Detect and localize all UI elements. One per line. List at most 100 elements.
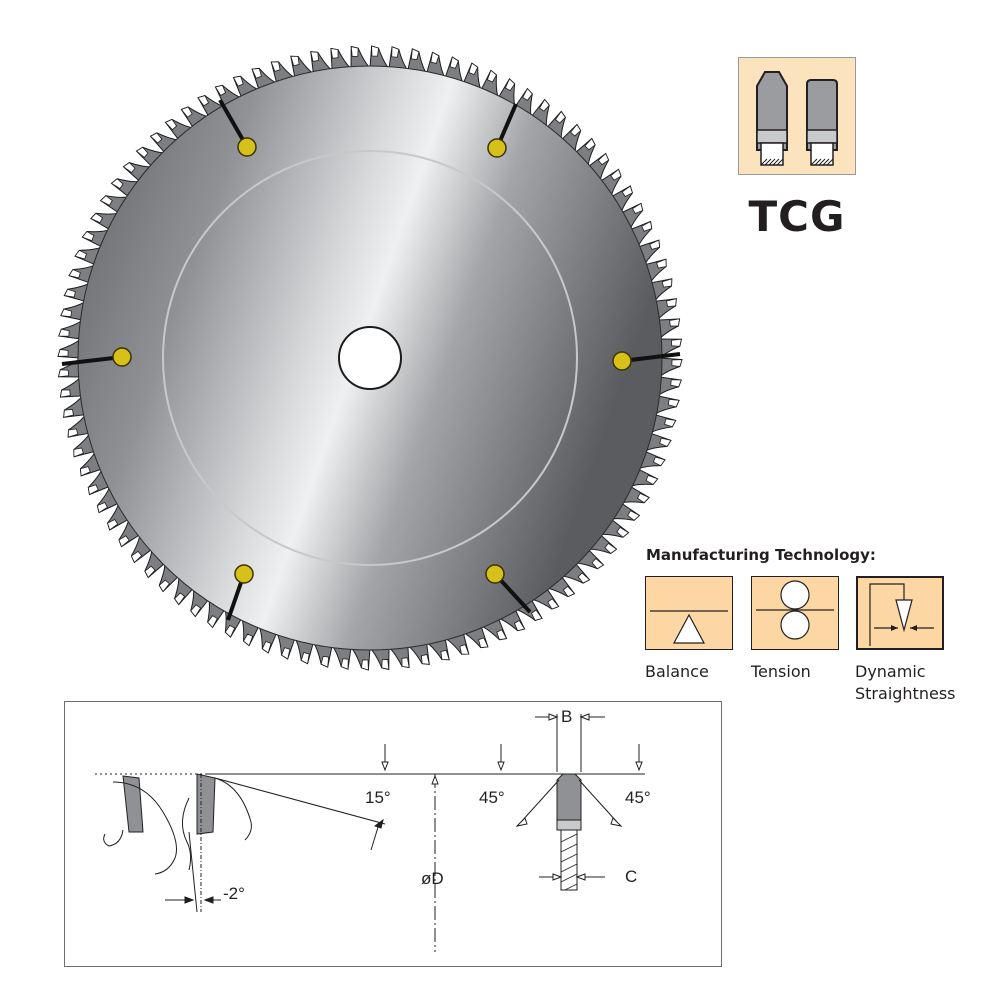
balance-icon bbox=[650, 610, 728, 644]
carbide-tip bbox=[81, 231, 95, 242]
plate-thickness-label: C bbox=[625, 867, 638, 886]
carbide-tip bbox=[232, 75, 244, 87]
carbide-tip bbox=[478, 637, 489, 648]
carbide-tip bbox=[459, 644, 470, 655]
carbide-tip bbox=[270, 61, 281, 72]
carbide-tip bbox=[320, 655, 330, 668]
angle-45-right-label: 45° bbox=[625, 788, 651, 807]
carbide-tip bbox=[664, 418, 677, 428]
carbide-tip bbox=[430, 51, 440, 64]
dynamic-straightness-label: Dynamic Straightness bbox=[855, 662, 956, 703]
carbide-tip bbox=[67, 428, 79, 438]
tension-box bbox=[751, 576, 839, 650]
carbide-tip bbox=[224, 624, 236, 638]
carbide-tip bbox=[591, 558, 605, 570]
carbide-tip bbox=[300, 652, 310, 665]
slot-end-hole bbox=[234, 564, 254, 584]
carbide-tip bbox=[496, 629, 508, 641]
carbide-tip bbox=[449, 56, 459, 69]
carbide-tip bbox=[63, 409, 74, 418]
carbide-tip bbox=[381, 659, 390, 670]
blade-ring bbox=[162, 150, 578, 566]
carbide-tip bbox=[144, 565, 156, 579]
carbide-tip bbox=[99, 195, 113, 206]
carbide-tip bbox=[649, 239, 660, 250]
carbide-tip bbox=[68, 269, 81, 279]
carbide-tip bbox=[577, 572, 591, 584]
tension-label: Tension bbox=[751, 662, 811, 681]
carbide-tip bbox=[251, 68, 262, 79]
carbide-tip bbox=[670, 379, 682, 388]
carbide-tip bbox=[627, 510, 641, 521]
tooth-type-label: TCG bbox=[748, 192, 846, 241]
expansion-slots bbox=[61, 99, 681, 621]
carbide-tip bbox=[530, 609, 543, 621]
angle-neg2-label: -2° bbox=[223, 884, 245, 903]
carbide-tip bbox=[421, 654, 430, 665]
carbide-tip bbox=[621, 185, 633, 198]
carbide-tip bbox=[641, 220, 653, 232]
carbide-tip bbox=[361, 659, 369, 671]
carbide-tip bbox=[174, 592, 186, 606]
carbide-tip bbox=[584, 137, 596, 151]
carbide-tip bbox=[410, 48, 420, 61]
slot-end-hole bbox=[487, 138, 507, 158]
carbide-tip bbox=[671, 359, 683, 367]
carbide-tip bbox=[330, 47, 339, 59]
carbide-tip bbox=[504, 78, 516, 92]
carbide-tip bbox=[666, 298, 677, 307]
carbide-tip bbox=[74, 249, 88, 260]
carbide-tip bbox=[486, 69, 497, 83]
carbide-tip bbox=[73, 447, 84, 458]
carbide-tip bbox=[207, 615, 218, 629]
carbide-tip bbox=[610, 168, 622, 181]
tooth-geometry-drawing bbox=[95, 713, 645, 952]
carbide-tip bbox=[130, 550, 143, 564]
carbide-tip bbox=[656, 258, 667, 269]
carbide-tip bbox=[180, 106, 193, 118]
arbor-hole bbox=[338, 326, 402, 390]
carbide-tip bbox=[350, 46, 359, 57]
kerf-width-label: B bbox=[561, 707, 573, 726]
carbide-tip bbox=[243, 633, 254, 647]
carbide-tip bbox=[197, 95, 210, 107]
carbide-tip bbox=[135, 146, 149, 158]
tooth-geometry-diagram: 15° 45° 45° -2° øD B C bbox=[64, 701, 722, 967]
carbide-tip bbox=[554, 110, 566, 124]
carbide-tip bbox=[60, 308, 73, 318]
carbide-tip bbox=[190, 604, 202, 618]
carbide-tip bbox=[58, 369, 69, 378]
carbide-tip bbox=[659, 437, 672, 447]
carbide-tip bbox=[570, 123, 582, 137]
angle-15-label: 15° bbox=[365, 788, 391, 807]
carbide-tip bbox=[57, 349, 69, 357]
slot-end-hole bbox=[112, 347, 132, 367]
manufacturing-title: Manufacturing Technology: bbox=[646, 546, 876, 564]
carbide-tip bbox=[59, 389, 71, 398]
balance-box bbox=[645, 576, 733, 650]
carbide-tip bbox=[597, 152, 610, 166]
dynamic-straightness-icon bbox=[869, 583, 934, 646]
carbide-tip bbox=[671, 338, 682, 347]
carbide-tip bbox=[401, 657, 410, 669]
balance-label: Balance bbox=[645, 662, 709, 681]
carbide-tip bbox=[110, 178, 124, 190]
carbide-tip bbox=[214, 84, 227, 97]
carbide-tip bbox=[631, 202, 644, 215]
carbide-tip bbox=[645, 474, 659, 485]
carbide-tip bbox=[261, 640, 272, 654]
carbide-tip bbox=[636, 492, 650, 504]
carbide-tip bbox=[522, 87, 533, 101]
carbide-tip bbox=[667, 398, 680, 408]
slot-end-hole bbox=[612, 351, 632, 371]
carbide-tip bbox=[440, 649, 450, 661]
carbide-tip bbox=[652, 456, 666, 467]
diameter-label: øD bbox=[421, 869, 444, 888]
carbide-tip bbox=[107, 518, 119, 531]
slot-end-hole bbox=[237, 137, 257, 157]
carbide-tip bbox=[468, 62, 479, 76]
tcg-tooth-panel bbox=[738, 57, 856, 175]
dynamic-straightness-box bbox=[856, 576, 944, 650]
carbide-tip bbox=[80, 466, 91, 477]
carbide-tip bbox=[616, 526, 630, 538]
